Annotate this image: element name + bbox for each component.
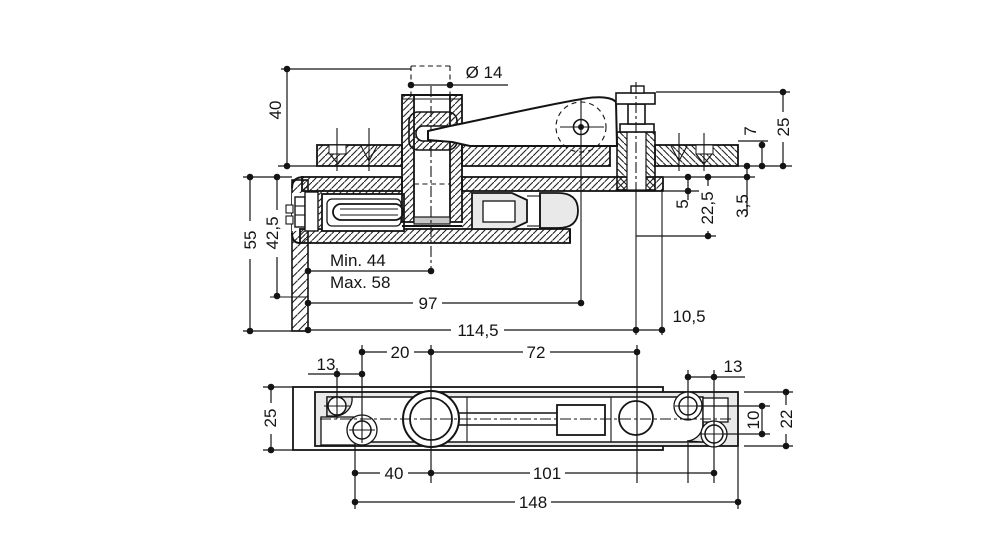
dim-7: 7: [741, 126, 760, 135]
dim-40: 40: [266, 101, 285, 120]
dimensions-bottom: [304, 267, 666, 339]
dim-10-5: 10,5: [672, 307, 705, 326]
dim-max-58: Max. 58: [330, 273, 390, 292]
dim-101: 101: [533, 464, 561, 483]
plan-view: 13 20 72 13 25 10 22 40 101 148: [261, 343, 796, 512]
dim-40-plan: 40: [385, 464, 404, 483]
dim-20: 20: [391, 343, 410, 362]
piston: [471, 192, 579, 230]
dim-72: 72: [527, 343, 546, 362]
dim-42-5: 42,5: [263, 216, 282, 249]
dim-13-right: 13: [724, 357, 743, 376]
dimensions-right: [636, 88, 792, 240]
dim-114-5: 114,5: [457, 321, 498, 340]
dim-3-5: 3,5: [733, 194, 752, 218]
dim-22-plan: 22: [777, 410, 796, 429]
pivot-hole: [618, 400, 654, 436]
dim-55: 55: [241, 231, 260, 250]
dim-25-plan: 25: [261, 409, 280, 428]
dim-25: 25: [774, 118, 793, 137]
dim-5: 5: [673, 199, 692, 208]
section-view: Ø 14 40 7 25 5 22,5 3,5 55 42,5 Min. 44 …: [241, 63, 793, 340]
dim-97: 97: [419, 294, 438, 313]
dim-22-5: 22,5: [698, 191, 717, 224]
dim-13-left: 13: [317, 355, 336, 374]
end-cap-screw: [294, 196, 306, 228]
plan-dimensions: [261, 344, 794, 511]
dim-min-44: Min. 44: [330, 251, 386, 270]
spring-assembly: [321, 193, 405, 232]
dim-diameter-14: Ø 14: [466, 63, 503, 82]
valve-screw: [615, 82, 663, 335]
dim-10-plan: 10: [744, 411, 763, 430]
closer-body: [291, 176, 664, 244]
closer-arm: [427, 96, 619, 303]
valve-block: [556, 404, 606, 436]
dim-148: 148: [519, 493, 547, 512]
dimensions-left: [241, 65, 508, 335]
